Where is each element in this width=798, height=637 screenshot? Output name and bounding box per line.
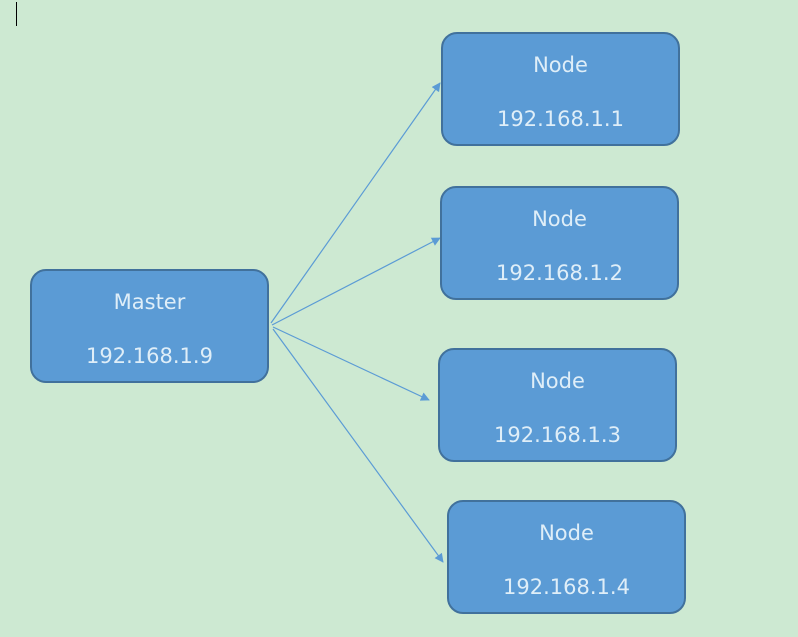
node-box-1[interactable]: Node 192.168.1.1 xyxy=(441,32,680,146)
arrow-master-to-node-1 xyxy=(270,82,441,324)
node-ip: 192.168.1.1 xyxy=(497,107,624,131)
arrow-master-to-node-4 xyxy=(272,328,444,563)
node-ip: 192.168.1.3 xyxy=(494,423,621,447)
node-title: Node xyxy=(530,369,585,393)
node-box-4[interactable]: Node 192.168.1.4 xyxy=(447,500,686,614)
node-title: Node xyxy=(532,207,587,231)
node-title: Node xyxy=(533,53,588,77)
node-title: Node xyxy=(539,521,594,545)
master-ip: 192.168.1.9 xyxy=(86,344,213,368)
node-box-2[interactable]: Node 192.168.1.2 xyxy=(440,186,679,300)
node-ip: 192.168.1.4 xyxy=(503,575,630,599)
arrow-master-to-node-3 xyxy=(272,326,430,401)
node-ip: 192.168.1.2 xyxy=(496,261,623,285)
arrow-master-to-node-2 xyxy=(271,237,441,326)
master-title: Master xyxy=(113,290,186,314)
text-cursor xyxy=(16,2,17,26)
node-box-3[interactable]: Node 192.168.1.3 xyxy=(438,348,677,462)
master-box[interactable]: Master 192.168.1.9 xyxy=(30,269,269,383)
